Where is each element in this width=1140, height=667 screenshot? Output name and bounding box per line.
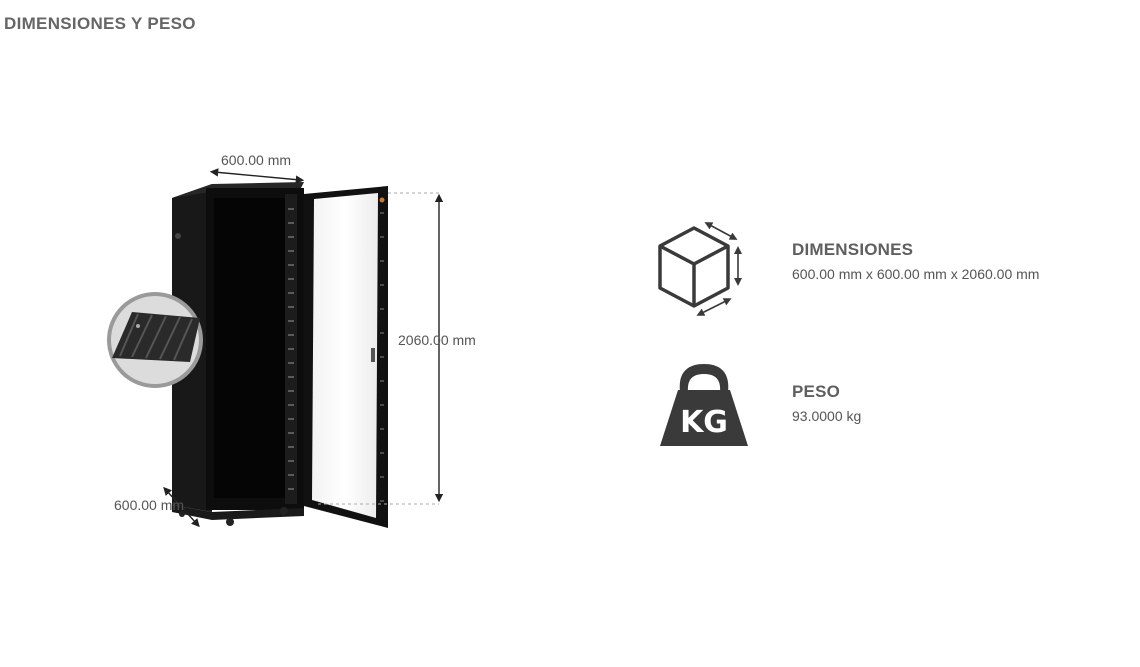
product-image: [107, 168, 444, 528]
width-dimension-label: 600.00 mm: [221, 152, 292, 168]
dimensions-spec: DIMENSIONES 600.00 mm x 600.00 mm x 2060…: [792, 240, 1039, 282]
cube-dimensions-icon: [658, 222, 742, 316]
dimension-arrows: [163, 168, 444, 528]
weight-title: PESO: [792, 382, 841, 401]
rack-cabinet: [172, 182, 304, 526]
glass-door: [304, 186, 388, 528]
weight-spec: PESO 93.0000 kg: [792, 382, 861, 424]
kg-weight-icon: KG: [660, 364, 748, 446]
depth-dimension-label: 600.00 mm: [114, 497, 185, 513]
svg-text:KG: KG: [680, 405, 728, 440]
weight-value: 93.0000 kg: [792, 408, 862, 424]
section-title: DIMENSIONES Y PESO: [4, 14, 196, 33]
dimensions-title: DIMENSIONES: [792, 240, 914, 259]
height-dimension-label: 2060.00 mm: [398, 332, 476, 348]
dimensions-value: 600.00 mm x 600.00 mm x 2060.00 mm: [792, 266, 1040, 282]
cable-floor-detail-icon: [107, 292, 203, 388]
